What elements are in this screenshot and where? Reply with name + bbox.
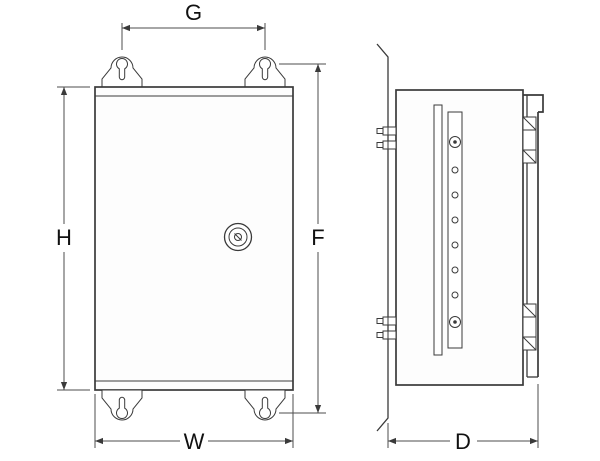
dimension-label-h: H (56, 225, 72, 250)
dimension-label-g: G (185, 0, 202, 25)
keyhole-bottom-left (116, 396, 128, 419)
hinge-bottom (522, 303, 537, 351)
keyhole-bottom-right (259, 396, 271, 419)
dimension-g: G (121, 0, 266, 50)
keyhole-top-right (259, 58, 271, 81)
dimension-label-f: F (311, 225, 324, 250)
wall-flange (376, 43, 389, 432)
mounting-rail (433, 104, 443, 356)
hinge-top (522, 116, 537, 164)
side-view (376, 43, 544, 432)
dimensions: G H F W D (56, 0, 539, 454)
rail-hole (451, 166, 459, 174)
rail-bolt-bottom (449, 316, 461, 328)
dimension-label-d: D (455, 429, 471, 454)
door-lock (223, 222, 253, 252)
dimension-w: W (94, 394, 294, 454)
wall-bolt (376, 126, 397, 136)
wall-bolt (376, 140, 397, 150)
rail-hole (451, 216, 459, 224)
rail-hole (451, 291, 459, 299)
dimension-f: F (279, 63, 326, 414)
keyhole-top-left (116, 58, 128, 81)
dimension-label-w: W (184, 429, 205, 454)
rail-bolt-top (449, 136, 461, 148)
dimension-h: H (56, 86, 90, 391)
wall-bolt (376, 316, 397, 326)
door-canopy (523, 94, 544, 113)
rail-hole (451, 191, 459, 199)
dimension-d: D (387, 384, 539, 454)
rail-hole (451, 266, 459, 274)
front-view (94, 56, 294, 421)
cabinet-front-body (94, 86, 294, 391)
rail-hole (451, 241, 459, 249)
wall-bolt (376, 330, 397, 340)
punched-rail (447, 111, 463, 349)
